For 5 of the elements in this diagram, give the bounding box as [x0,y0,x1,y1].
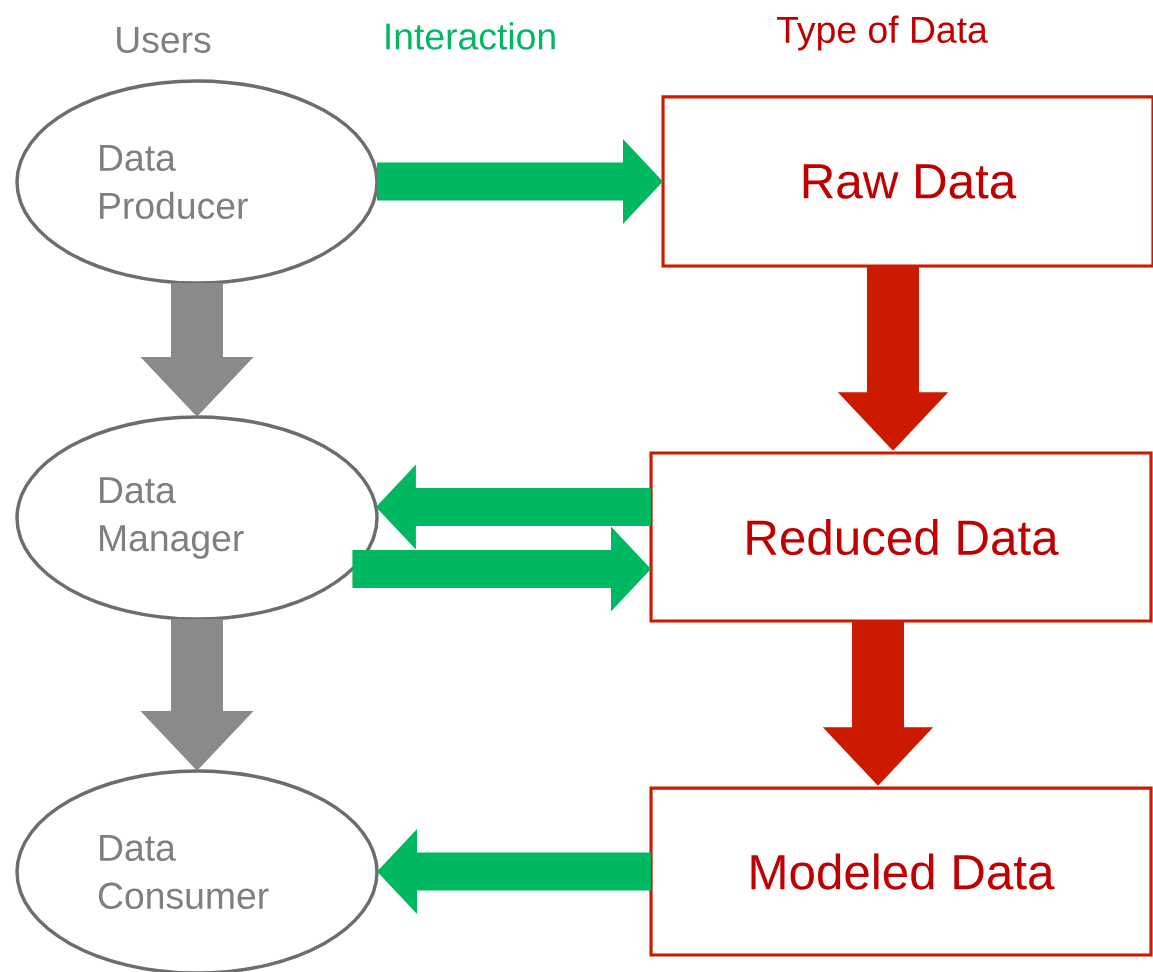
column-heading: Type of Data [777,15,988,51]
data-box: Raw Data [661,95,1153,268]
data-box: Modeled Data [649,786,1153,957]
column-heading: Interaction [386,22,555,50]
data-box: Reduced Data [649,451,1153,623]
